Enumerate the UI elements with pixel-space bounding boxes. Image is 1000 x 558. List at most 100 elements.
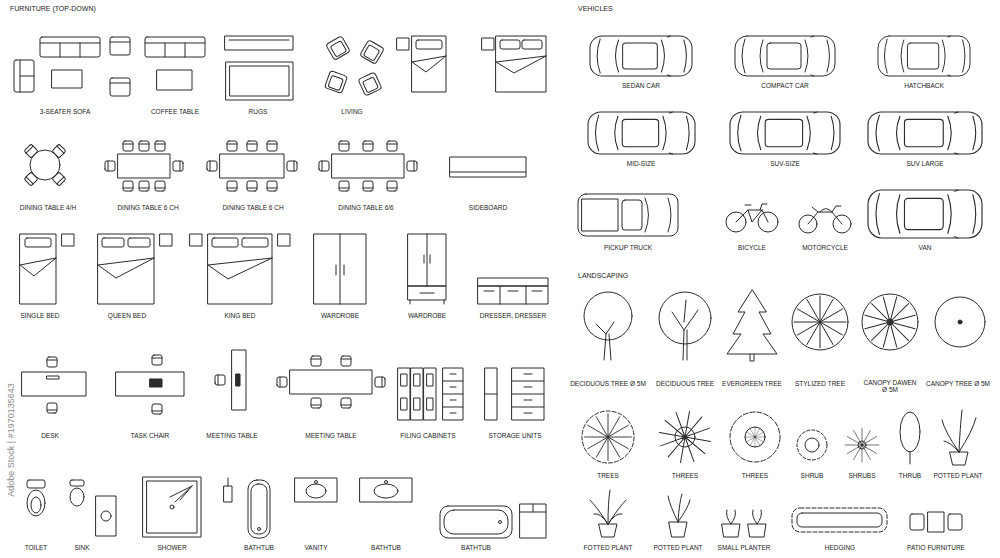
bathtub-symbol [224, 478, 270, 538]
symbol-label: LIVING [341, 108, 362, 115]
dining-table-symbol [387, 141, 397, 151]
dining-table-symbol [24, 141, 417, 191]
hedging-symbol [797, 513, 882, 527]
symbol-label: MEETING TABLE [305, 432, 356, 439]
tree-symbol [675, 427, 695, 447]
sofa-symbol [52, 70, 82, 88]
sideboard-symbol [450, 157, 526, 177]
task-chair-symbol [116, 372, 184, 396]
tree-symbol [858, 290, 922, 354]
dining-table-symbol [24, 172, 38, 186]
bathtub-symbol [224, 478, 232, 502]
task-chair-symbol [116, 355, 184, 414]
desk-symbol [22, 372, 86, 396]
tree-symbol [727, 290, 777, 361]
meeting-table-symbol [341, 398, 351, 408]
symbol-label: SINK [74, 544, 89, 551]
living-chairs-symbol [358, 72, 382, 96]
potted-plant-symbol [590, 490, 626, 537]
bed-symbol [482, 38, 494, 50]
filing-cabinet-symbol [427, 398, 433, 410]
sideboard-symbol [450, 157, 526, 177]
dresser-symbol [478, 278, 548, 304]
toilet-symbol [27, 480, 45, 516]
pickup-truck-symbol [578, 194, 678, 236]
symbol-label: DRESSER, DRESSER [480, 312, 546, 319]
tree-symbol [730, 412, 780, 462]
toilet-symbol [27, 490, 45, 516]
tree-symbol [745, 427, 765, 447]
symbol-label: POTTED PLANT [653, 544, 702, 551]
car-symbol [588, 36, 982, 238]
meeting-table-symbol [236, 374, 240, 386]
desk-symbol [47, 357, 57, 367]
dining-table-symbol [123, 141, 133, 151]
symbol-label: THREES [742, 472, 768, 479]
dining-table-symbol [339, 181, 349, 191]
symbol-label: BATHTUB [371, 544, 401, 551]
bed-symbol [278, 234, 290, 246]
filing-cabinet-symbol [401, 398, 407, 410]
living-chairs-symbol [324, 36, 384, 96]
bed-symbol [397, 38, 409, 50]
car-symbol [730, 112, 840, 154]
section-heading: FURNITURE (TOP-DOWN) [10, 5, 96, 13]
vanity-symbol [315, 481, 318, 484]
bed-symbol [190, 234, 202, 246]
dining-table-symbol [332, 154, 404, 178]
wardrobe-symbol [408, 234, 446, 286]
symbol-label: DECIDUOUS TREE Ø 5M [570, 380, 646, 387]
symbol-label: FOTTED PLANT [584, 544, 633, 551]
coffee-table-symbol [110, 83, 130, 84]
wardrobe-symbol [314, 234, 366, 304]
dresser-symbol [478, 278, 548, 286]
bed-symbol [496, 36, 546, 92]
shower-symbol [143, 477, 201, 537]
rug-symbol [225, 36, 293, 50]
bed-symbol [397, 36, 546, 92]
bed-symbol [62, 234, 74, 246]
bicycle-symbol [736, 204, 768, 222]
filing-cabinet-symbol [443, 374, 463, 413]
symbol-label: COMPACT CAR [761, 82, 808, 89]
coffee-table-symbol [145, 37, 205, 57]
bathtub-symbol [520, 504, 546, 512]
potted-plant-symbol [942, 410, 976, 465]
dining-table-symbol [267, 141, 277, 151]
potted-plant-symbol [590, 490, 766, 537]
desk-symbol [47, 376, 59, 379]
hedging-symbol [792, 508, 887, 532]
patio-furniture-symbol [948, 514, 962, 530]
storage-unit-symbol [485, 394, 497, 395]
dining-table-symbol [247, 181, 257, 191]
symbol-label: THREES [672, 472, 698, 479]
pickup-truck-symbol [645, 198, 671, 232]
shrub-symbol [797, 430, 827, 460]
rug-symbol [226, 62, 293, 100]
patio-furniture-symbol [910, 512, 962, 532]
pickup-truck-symbol [582, 199, 618, 231]
dining-table-symbol [227, 141, 237, 151]
wardrobe-symbol [424, 234, 430, 286]
bathtub-symbol [258, 528, 261, 531]
coffee-table-symbol [145, 43, 205, 57]
tree-symbol [584, 292, 632, 340]
symbol-label: TREES [597, 472, 619, 479]
sofa-symbol [40, 43, 100, 57]
symbol-label: KING BED [224, 312, 255, 319]
symbol-label: PICKUP TRUCK [604, 244, 652, 251]
symbol-label: CANOPY DAWEN Ø 5M [861, 379, 919, 394]
symbol-label: SHOWER [157, 544, 186, 551]
desk-symbol [47, 403, 57, 413]
symbol-label: DINING TABLE 6 CH [117, 204, 178, 211]
living-chairs-symbol [360, 40, 385, 65]
dining-table-symbol [339, 141, 349, 151]
dining-table-symbol [173, 161, 183, 171]
rug-symbol [230, 66, 289, 96]
meeting-table-symbol [215, 375, 225, 385]
tree-symbol [887, 319, 893, 325]
coffee-table-symbol [157, 70, 192, 90]
symbol-label: SUV-SIZE [770, 160, 800, 167]
bed-symbol [160, 234, 172, 246]
